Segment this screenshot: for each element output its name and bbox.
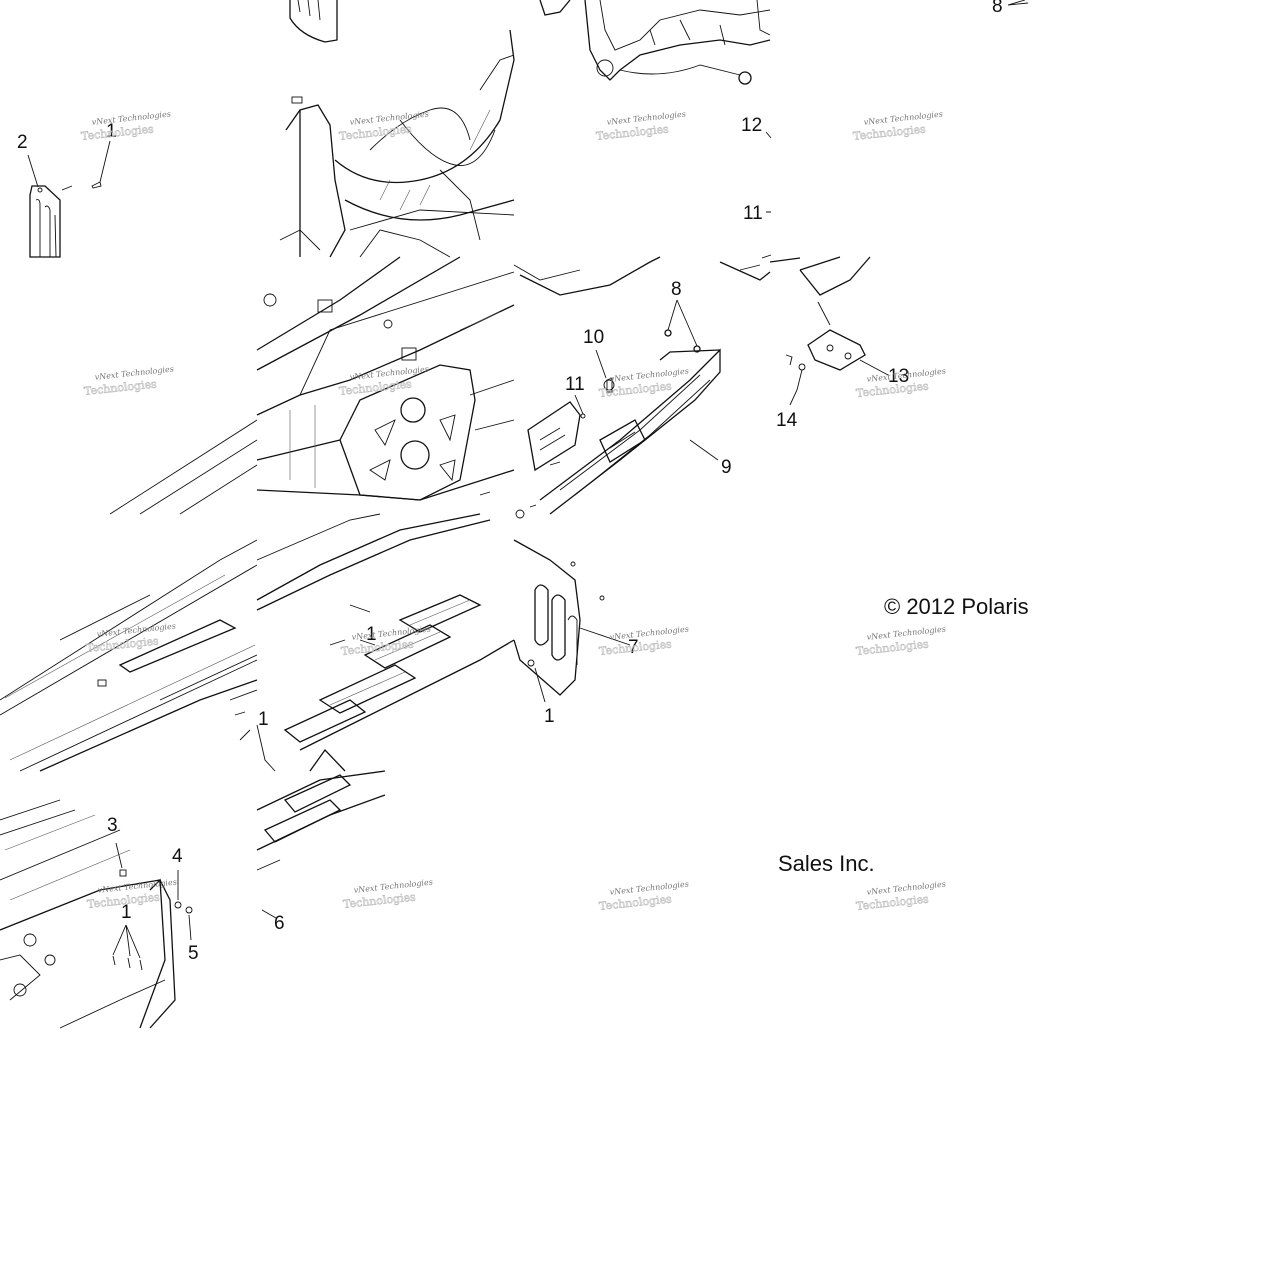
tunnel-top-panel	[256, 513, 515, 772]
callout-1: 1	[258, 709, 269, 730]
callout-8: 8	[992, 0, 1003, 17]
front-bulkhead	[539, 0, 771, 85]
watermarks: vNext Technologies Technologies vNext Te…	[80, 110, 946, 914]
company-text: Sales Inc.	[778, 851, 875, 876]
watermark: vNext Technologies Technologies	[86, 878, 177, 912]
watermark: vNext Technologies Technologies	[342, 878, 433, 912]
copyright-text: © 2012 Polaris	[884, 594, 1029, 619]
callout-9: 9	[721, 457, 732, 478]
rear-brackets	[719, 256, 889, 406]
watermark: vNext Technologies Technologies	[338, 365, 429, 399]
tunnel-rails	[0, 539, 276, 772]
rear-bumper	[0, 799, 193, 1029]
callout-labels: 1 2 12 11 8 8 10 11 9 13 14 7 1 1 1 3 4 …	[17, 0, 1003, 964]
slotted-bracket	[513, 539, 631, 703]
callout-2: 2	[17, 132, 28, 153]
callout-3: 3	[107, 815, 118, 836]
watermark: vNext Technologies Technologies	[338, 110, 429, 144]
callout-1: 1	[544, 706, 555, 727]
callout-6: 6	[274, 913, 285, 934]
watermark: vNext Technologies Technologies	[595, 110, 686, 144]
watermark: vNext Technologies Technologies	[598, 625, 689, 659]
watermark: vNext Technologies Technologies	[855, 880, 946, 914]
callout-8: 8	[671, 279, 682, 300]
callout-5: 5	[188, 943, 199, 964]
callout-4: 4	[172, 846, 183, 867]
watermark: vNext Technologies Technologies	[80, 110, 171, 144]
watermark: vNext Technologies Technologies	[855, 367, 946, 401]
left-footrest-bracket	[29, 181, 102, 258]
tunnel-rear-section	[256, 256, 515, 501]
callout-11: 11	[565, 374, 585, 395]
watermark: vNext Technologies Technologies	[852, 110, 943, 144]
callout-12: 12	[741, 115, 762, 136]
tunnel-rear-panel	[256, 770, 386, 919]
callout-13: 13	[888, 366, 909, 387]
watermark: vNext Technologies Technologies	[598, 880, 689, 914]
callout-1: 1	[106, 121, 117, 142]
callout-1: 1	[121, 902, 132, 923]
leader-line	[27, 154, 39, 188]
leader-line	[99, 140, 111, 183]
callout-11: 11	[743, 203, 763, 224]
callout-10: 10	[583, 327, 604, 348]
callout-14: 14	[776, 410, 798, 431]
tunnel-side-lines	[109, 419, 258, 515]
watermark: vNext Technologies Technologies	[83, 365, 174, 399]
callout-7: 7	[628, 637, 639, 658]
watermark: vNext Technologies Technologies	[85, 622, 176, 656]
running-board	[479, 256, 721, 519]
callout-1: 1	[366, 624, 377, 645]
leader-line	[1007, 0, 1029, 6]
front-frame-top	[279, 0, 515, 258]
watermark: vNext Technologies Technologies	[598, 367, 689, 401]
watermark: vNext Technologies Technologies	[855, 625, 946, 659]
leader-line	[761, 131, 772, 259]
